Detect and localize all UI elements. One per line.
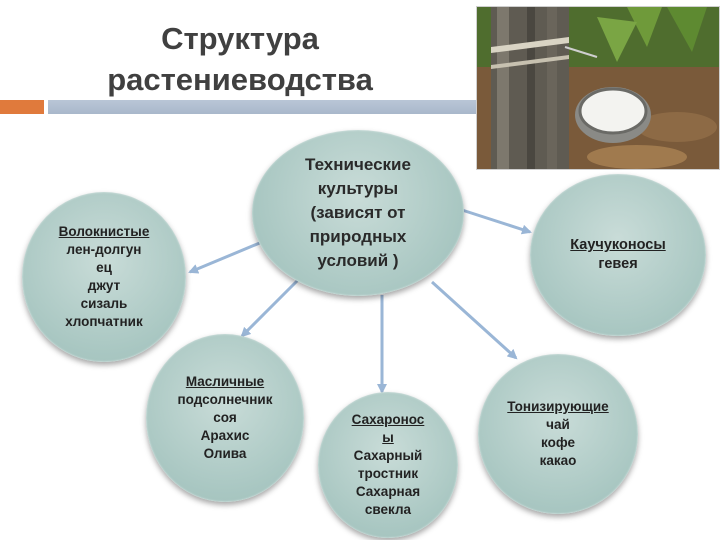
node-fibrous: Волокнистые лен-долгунец джут сизаль хло… <box>22 192 186 362</box>
node-tonic-title: Тонизирующие <box>507 399 609 414</box>
arrow-to-tonic <box>430 280 518 360</box>
node-fibrous-title: Волокнистые <box>58 224 150 239</box>
node-sugar-item: Сахарная свекла <box>355 484 421 517</box>
node-oil-item: Арахис <box>200 428 250 443</box>
node-sugar-item: Сахарный тростник <box>353 448 423 481</box>
arrow-to-oil <box>240 276 302 338</box>
page-title: Структура растениеводства <box>107 21 373 97</box>
accent-bar-orange <box>0 100 44 114</box>
node-rubber-title: Каучуконосы <box>570 237 666 253</box>
node-tonic: Тонизирующие чай кофе какао <box>478 354 638 514</box>
node-tonic-item: какао <box>539 453 577 468</box>
node-oil-title: Масличные <box>185 374 265 389</box>
rubber-tree-image <box>477 7 719 169</box>
node-sugar: Сахароносы Сахарный тростник Сахарная св… <box>318 392 458 538</box>
node-oil-item: Олива <box>203 446 247 461</box>
node-fibrous-item: джут <box>87 278 121 293</box>
node-rubber-item: гевея <box>598 256 638 272</box>
node-oil-item: соя <box>213 410 237 425</box>
node-oil-item: подсолнечник <box>177 392 273 407</box>
center-node-subtitle: (зависят от природных условий ) <box>309 203 407 270</box>
node-tonic-item: чай <box>546 417 570 432</box>
node-fibrous-item: лен-долгунец <box>66 242 142 275</box>
node-tonic-item: кофе <box>541 435 575 450</box>
arrow-to-rubber <box>461 208 532 235</box>
rubber-tree-photo <box>476 6 720 170</box>
center-node-technical-crops: Технические культуры (зависят от природн… <box>252 130 464 296</box>
arrow-to-fibrous <box>188 240 263 274</box>
node-sugar-title: Сахароносы <box>351 412 425 445</box>
center-node-title: Технические культуры <box>305 155 411 198</box>
node-oil: Масличные подсолнечник соя Арахис Олива <box>146 334 304 502</box>
node-fibrous-item: сизаль <box>80 296 128 311</box>
node-rubber: Каучуконосы гевея <box>530 174 706 336</box>
node-fibrous-item: хлопчатник <box>65 314 143 329</box>
